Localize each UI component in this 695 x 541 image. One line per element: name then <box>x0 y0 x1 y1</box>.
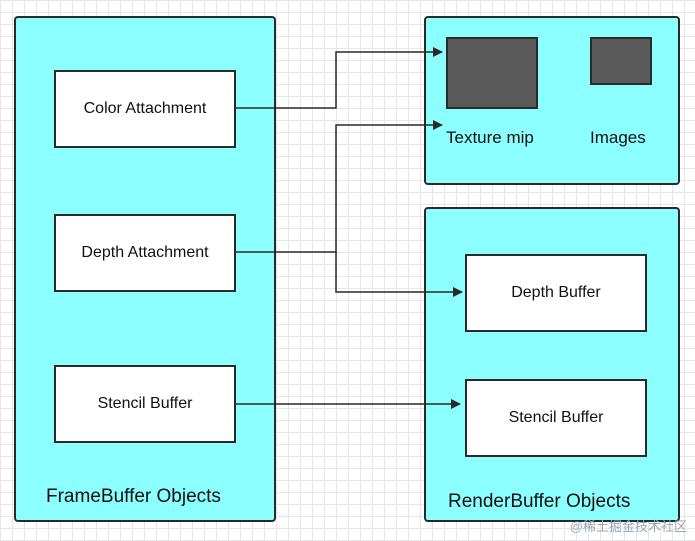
watermark: @稀土掘金技术社区 <box>569 519 687 534</box>
depth-attachment-box: Depth Attachment <box>54 214 236 292</box>
renderbuffer-objects-panel: Depth Buffer Stencil Buffer RenderBuffer… <box>424 207 680 522</box>
fb-stencil-buffer-label: Stencil Buffer <box>97 395 193 412</box>
renderbuffer-objects-title: RenderBuffer Objects <box>448 491 631 512</box>
depth-to-depthbuffer-arrow <box>335 252 463 297</box>
texture-mip-label: Texture mip <box>446 128 534 147</box>
depth-to-texture-arrow <box>236 120 443 253</box>
fb-stencil-buffer-box: Stencil Buffer <box>54 365 236 443</box>
framebuffer-objects-title: FrameBuffer Objects <box>46 486 221 507</box>
images-label: Images <box>590 128 646 147</box>
rb-stencil-buffer-label: Stencil Buffer <box>508 409 604 426</box>
framebuffer-objects-panel: Color Attachment Depth Attachment Stenci… <box>14 16 276 522</box>
color-attachment-label: Color Attachment <box>83 100 207 117</box>
depth-buffer-box: Depth Buffer <box>465 254 647 332</box>
depth-attachment-label: Depth Attachment <box>81 244 209 261</box>
color-attachment-box: Color Attachment <box>54 70 236 148</box>
texture-mip-thumbnail <box>446 37 538 109</box>
image-thumbnail <box>590 37 652 85</box>
color-to-texture-arrow <box>236 47 443 109</box>
rb-stencil-buffer-box: Stencil Buffer <box>465 379 647 457</box>
depth-buffer-label: Depth Buffer <box>511 284 601 301</box>
texture-panel: Texture mip Images <box>424 16 680 185</box>
